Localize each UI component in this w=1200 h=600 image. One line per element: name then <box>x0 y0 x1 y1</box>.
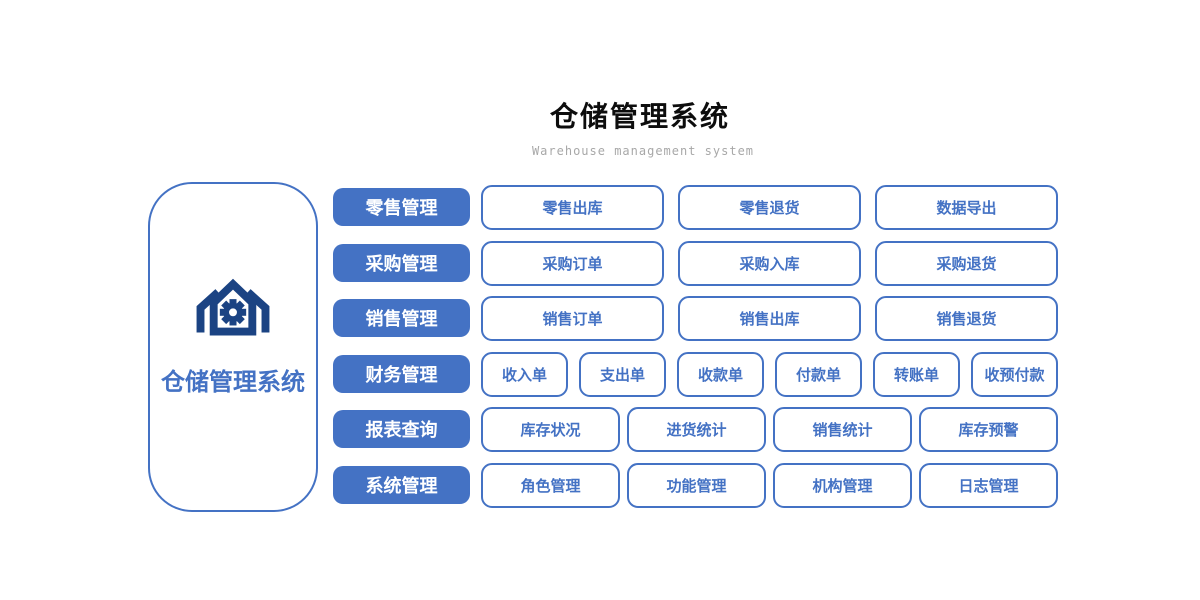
row-sales: 销售管理 销售订单 销售出库 销售退货 <box>333 295 1058 341</box>
row-retail-items: 零售出库 零售退货 数据导出 <box>481 184 1058 230</box>
item-stock-status-button[interactable]: 库存状况 <box>481 406 620 452</box>
row-purchase: 采购管理 采购订单 采购入库 采购退货 <box>333 240 1058 286</box>
item-payment-slip-button[interactable]: 付款单 <box>775 351 862 397</box>
category-reports-button[interactable]: 报表查询 <box>333 410 470 448</box>
category-retail-button[interactable]: 零售管理 <box>333 188 470 226</box>
item-income-slip-button[interactable]: 收入单 <box>481 351 568 397</box>
row-system-items: 角色管理 功能管理 机构管理 日志管理 <box>481 462 1058 508</box>
page-title: 仓储管理系统 <box>549 101 731 132</box>
item-stock-alert-button[interactable]: 库存预警 <box>919 406 1058 452</box>
item-sales-order-button[interactable]: 销售订单 <box>481 295 664 341</box>
item-retail-return-button[interactable]: 零售退货 <box>678 184 861 230</box>
category-finance-button[interactable]: 财务管理 <box>333 355 470 393</box>
item-sales-stats-button[interactable]: 销售统计 <box>773 406 912 452</box>
row-retail: 零售管理 零售出库 零售退货 数据导出 <box>333 184 1058 230</box>
item-sales-outbound-button[interactable]: 销售出库 <box>678 295 861 341</box>
item-purchase-return-button[interactable]: 采购退货 <box>875 240 1058 286</box>
system-panel: 仓储管理系统 <box>148 182 318 512</box>
page-subtitle: Warehouse management system <box>531 144 755 158</box>
row-system: 系统管理 角色管理 功能管理 机构管理 日志管理 <box>333 462 1058 508</box>
item-purchase-order-button[interactable]: 采购订单 <box>481 240 664 286</box>
item-purchase-inbound-button[interactable]: 采购入库 <box>678 240 861 286</box>
item-sales-return-button[interactable]: 销售退货 <box>875 295 1058 341</box>
row-finance-items: 收入单 支出单 收款单 付款单 转账单 收预付款 <box>481 351 1058 397</box>
category-sales-button[interactable]: 销售管理 <box>333 299 470 337</box>
category-system-button[interactable]: 系统管理 <box>333 466 470 504</box>
row-sales-items: 销售订单 销售出库 销售退货 <box>481 295 1058 341</box>
item-function-mgmt-button[interactable]: 功能管理 <box>627 462 766 508</box>
item-expense-slip-button[interactable]: 支出单 <box>579 351 666 397</box>
item-retail-outbound-button[interactable]: 零售出库 <box>481 184 664 230</box>
item-log-mgmt-button[interactable]: 日志管理 <box>919 462 1058 508</box>
item-advance-receipt-button[interactable]: 收预付款 <box>971 351 1058 397</box>
item-org-mgmt-button[interactable]: 机构管理 <box>773 462 912 508</box>
item-data-export-button[interactable]: 数据导出 <box>875 184 1058 230</box>
row-reports-items: 库存状况 进货统计 销售统计 库存预警 <box>481 406 1058 452</box>
row-purchase-items: 采购订单 采购入库 采购退货 <box>481 240 1058 286</box>
category-purchase-button[interactable]: 采购管理 <box>333 244 470 282</box>
row-finance: 财务管理 收入单 支出单 收款单 付款单 转账单 收预付款 <box>333 351 1058 397</box>
warehouse-gear-icon <box>189 264 277 336</box>
row-reports: 报表查询 库存状况 进货统计 销售统计 库存预警 <box>333 406 1058 452</box>
system-panel-title: 仓储管理系统 <box>161 369 305 396</box>
item-role-mgmt-button[interactable]: 角色管理 <box>481 462 620 508</box>
item-transfer-slip-button[interactable]: 转账单 <box>873 351 960 397</box>
item-inbound-stats-button[interactable]: 进货统计 <box>627 406 766 452</box>
item-receipt-slip-button[interactable]: 收款单 <box>677 351 764 397</box>
